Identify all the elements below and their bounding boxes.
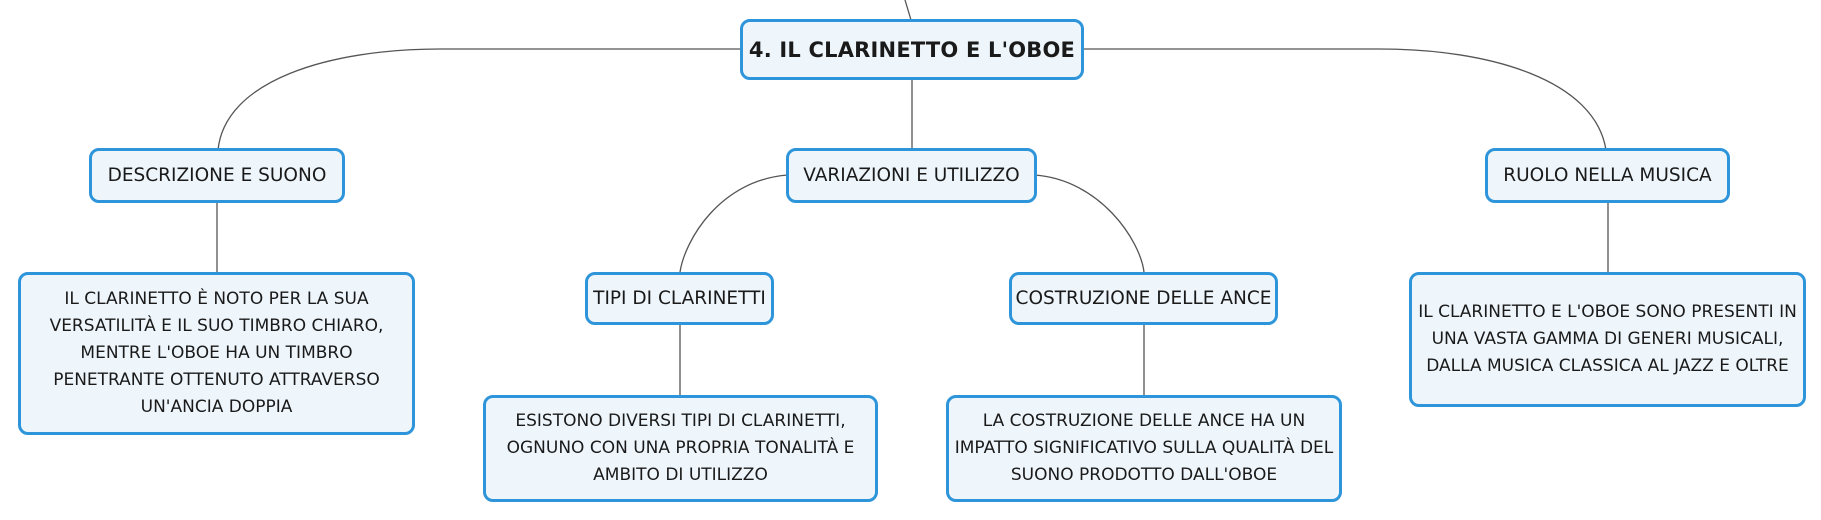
leaf-text: LA COSTRUZIONE DELLE ANCE HA UN IMPATTO … (954, 411, 1334, 485)
leaf-text: IL CLARINETTO È NOTO PER LA SUA VERSATIL… (49, 289, 384, 417)
subtopic-label: TIPI DI CLARINETTI (593, 288, 766, 309)
leaf-costruzione-detail[interactable]: LA COSTRUZIONE DELLE ANCE HA UN IMPATTO … (946, 395, 1342, 502)
branch-variazioni-e-utilizzo[interactable]: VARIAZIONI E UTILIZZO (786, 148, 1037, 203)
leaf-tipi-detail[interactable]: ESISTONO DIVERSI TIPI DI CLARINETTI, OGN… (483, 395, 878, 502)
branch-ruolo-nella-musica[interactable]: RUOLO NELLA MUSICA (1485, 148, 1730, 203)
subtopic-label: COSTRUZIONE DELLE ANCE (1015, 288, 1272, 309)
branch-label: VARIAZIONI E UTILIZZO (803, 165, 1020, 186)
branch-label: RUOLO NELLA MUSICA (1503, 165, 1712, 186)
subtopic-costruzione-delle-ance[interactable]: COSTRUZIONE DELLE ANCE (1009, 272, 1278, 325)
branch-descrizione-e-suono[interactable]: DESCRIZIONE E SUONO (89, 148, 345, 203)
subtopic-tipi-di-clarinetti[interactable]: TIPI DI CLARINETTI (585, 272, 774, 325)
connector-variazioni-costruzione (1034, 174, 1145, 273)
root-topic[interactable]: 4. IL CLARINETTO E L'OBOE (740, 19, 1084, 80)
root-topic-label: 4. IL CLARINETTO E L'OBOE (748, 37, 1076, 62)
leaf-descrizione-detail[interactable]: IL CLARINETTO È NOTO PER LA SUA VERSATIL… (18, 272, 415, 435)
connector-root-ruolo (1082, 48, 1607, 151)
leaf-text: ESISTONO DIVERSI TIPI DI CLARINETTI, OGN… (506, 411, 855, 485)
connector-root-descrizione (217, 48, 742, 151)
branch-label: DESCRIZIONE E SUONO (107, 165, 327, 186)
leaf-text: IL CLARINETTO E L'OBOE SONO PRESENTI IN … (1418, 302, 1797, 376)
connector-variazioni-tipi (679, 174, 789, 273)
connector-parent-root (904, 0, 912, 21)
leaf-ruolo-detail[interactable]: IL CLARINETTO E L'OBOE SONO PRESENTI IN … (1409, 272, 1806, 407)
